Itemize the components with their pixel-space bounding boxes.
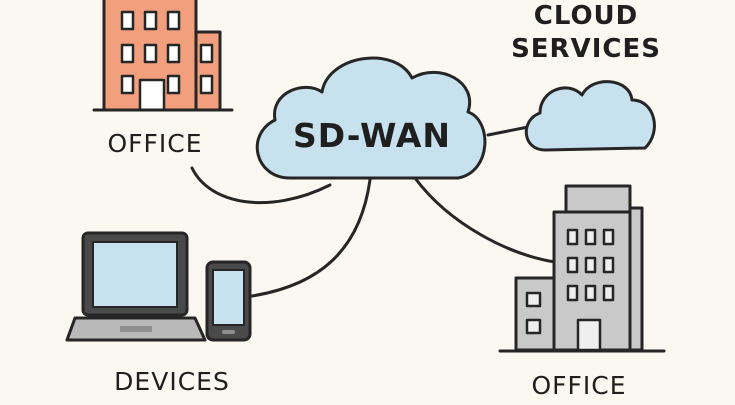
cloud-services-label-line2: SERVICES — [511, 34, 661, 64]
cloud-icon — [255, 56, 487, 180]
devices-label: DEVICES — [114, 367, 230, 396]
connector-devices — [250, 178, 372, 298]
connections — [190, 125, 557, 298]
connector-cloud-services — [486, 125, 530, 137]
office-right-label: OFFICE — [531, 371, 626, 400]
office-left-label: OFFICE — [107, 129, 202, 158]
smartphone-icon — [205, 260, 252, 342]
cloud-icon — [524, 80, 656, 152]
laptop-icon — [65, 231, 207, 342]
cloud-services-label-line1: CLOUD — [534, 1, 639, 31]
office-building-icon — [498, 184, 666, 353]
connector-office-right — [413, 176, 557, 264]
connector-office-left — [190, 166, 332, 205]
hub-label: SD-WAN — [293, 116, 451, 155]
office-building-icon — [92, 0, 234, 112]
